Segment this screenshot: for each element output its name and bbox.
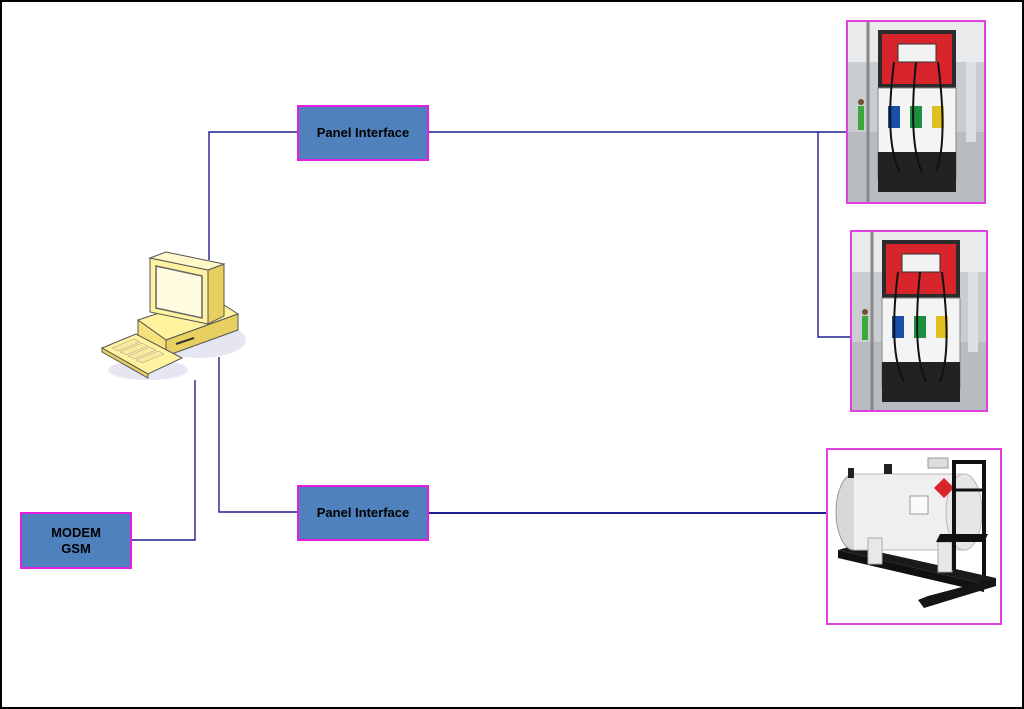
panel-interface-bottom-label: Panel Interface (316, 505, 410, 520)
desktop-computer-icon[interactable] (98, 248, 250, 384)
wire-pump-2-branch (817, 132, 852, 338)
fuel-pump-2-frame[interactable] (850, 230, 988, 412)
fuel-tank-frame[interactable] (826, 448, 1002, 625)
panel-interface-top[interactable]: Panel Interface (297, 105, 429, 161)
wire-computer-panel-top (208, 131, 298, 260)
modem-gsm-box[interactable]: MODEM GSM (20, 512, 132, 569)
fuel-dispenser-icon (848, 22, 984, 202)
fuel-pump-1-frame[interactable] (846, 20, 986, 204)
wire-computer-panel-bottom (218, 357, 298, 513)
fuel-dispenser-icon (852, 232, 986, 410)
wire-computer-modem (130, 380, 196, 541)
panel-interface-bottom[interactable]: Panel Interface (297, 485, 429, 541)
fuel-tank-icon (835, 457, 996, 608)
panel-interface-top-label: Panel Interface (316, 125, 410, 140)
gsm-label: GSM (61, 540, 91, 556)
modem-label: MODEM (51, 524, 101, 540)
